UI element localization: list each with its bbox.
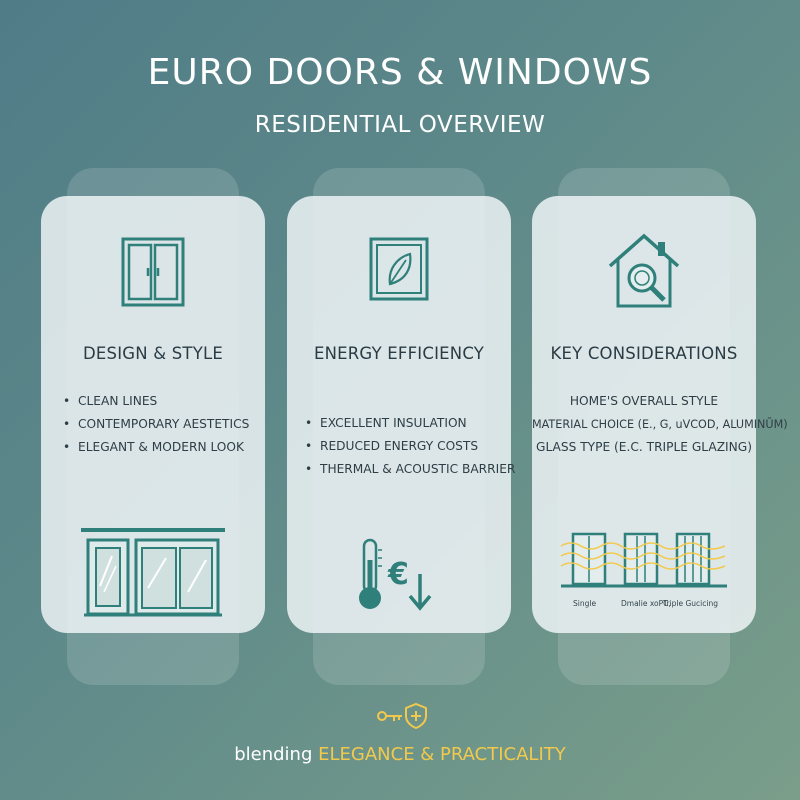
shield-plus-icon — [405, 702, 427, 730]
double-door-icon — [41, 236, 265, 316]
card-bullet-list: HOME'S OVERALL STYLE MATERIAL CHOICE (E.… — [532, 390, 788, 459]
list-item: MATERIAL CHOICE (E., G, uVCOD, ALUMINŬM) — [532, 418, 788, 431]
leaf-window-icon — [287, 236, 511, 316]
card-key-considerations: KEY CONSIDERATIONS HOME'S OVERALL STYLE … — [532, 168, 788, 685]
page-subtitle: RESIDENTIAL OVERVIEW — [254, 112, 546, 138]
card-heading: KEY CONSIDERATIONS — [550, 344, 738, 363]
glazing-types-icon: Single Dmalie xoPC, Triple Gucicing — [532, 526, 756, 612]
list-item: CLEAN LINES — [63, 390, 249, 413]
card-bullet-list: EXCELLENT INSULATION REDUCED ENERGY COST… — [305, 412, 515, 481]
card-design-style: DESIGN & STYLE CLEAN LINES CONTEMPORARY … — [41, 168, 265, 685]
card-panel: DESIGN & STYLE CLEAN LINES CONTEMPORARY … — [41, 196, 265, 633]
thermometer-euro-down-icon: € — [287, 536, 511, 616]
footer-tagline: blending ELEGANCE & PRACTICALITY — [0, 744, 800, 765]
list-item: REDUCED ENERGY COSTS — [305, 435, 515, 458]
list-item: ELEGANT & MODERN LOOK — [63, 436, 249, 459]
svg-text:€: € — [387, 557, 409, 592]
card-heading: ENERGY EFFICIENCY — [313, 344, 485, 363]
card-energy-efficiency: ENERGY EFFICIENCY EXCELLENT INSULATION R… — [287, 168, 515, 685]
house-magnifier-icon — [532, 230, 756, 310]
glazing-label-single: Single — [573, 599, 596, 608]
window-facade-icon — [41, 526, 265, 618]
glazing-label-triple: Triple Gucicing — [662, 599, 718, 608]
list-item: EXCELLENT INSULATION — [305, 412, 515, 435]
list-item: HOME'S OVERALL STYLE — [569, 394, 719, 408]
card-panel: KEY CONSIDERATIONS HOME'S OVERALL STYLE … — [532, 196, 788, 633]
footer-icon-group — [376, 700, 436, 730]
list-item: CONTEMPORARY AESTETICS — [63, 413, 249, 436]
footer-prefix: blending — [234, 744, 319, 765]
footer-accent: ELEGANCE & PRACTICALITY — [318, 744, 566, 765]
card-panel: ENERGY EFFICIENCY EXCELLENT INSULATION R… — [287, 196, 515, 633]
key-icon — [377, 711, 402, 721]
card-heading: DESIGN & STYLE — [82, 344, 223, 363]
list-item: GLASS TYPE (E.C. TRIPLE GLAZING) — [536, 440, 752, 454]
card-bullet-list: CLEAN LINES CONTEMPORARY AESTETICS ELEGA… — [63, 390, 249, 459]
glazing-label-double: Dmalie xoPC, — [621, 599, 671, 608]
page-title: EURO DOORS & WINDOWS — [147, 52, 653, 93]
list-item: THERMAL & ACOUSTIC BARRIER — [305, 458, 515, 481]
